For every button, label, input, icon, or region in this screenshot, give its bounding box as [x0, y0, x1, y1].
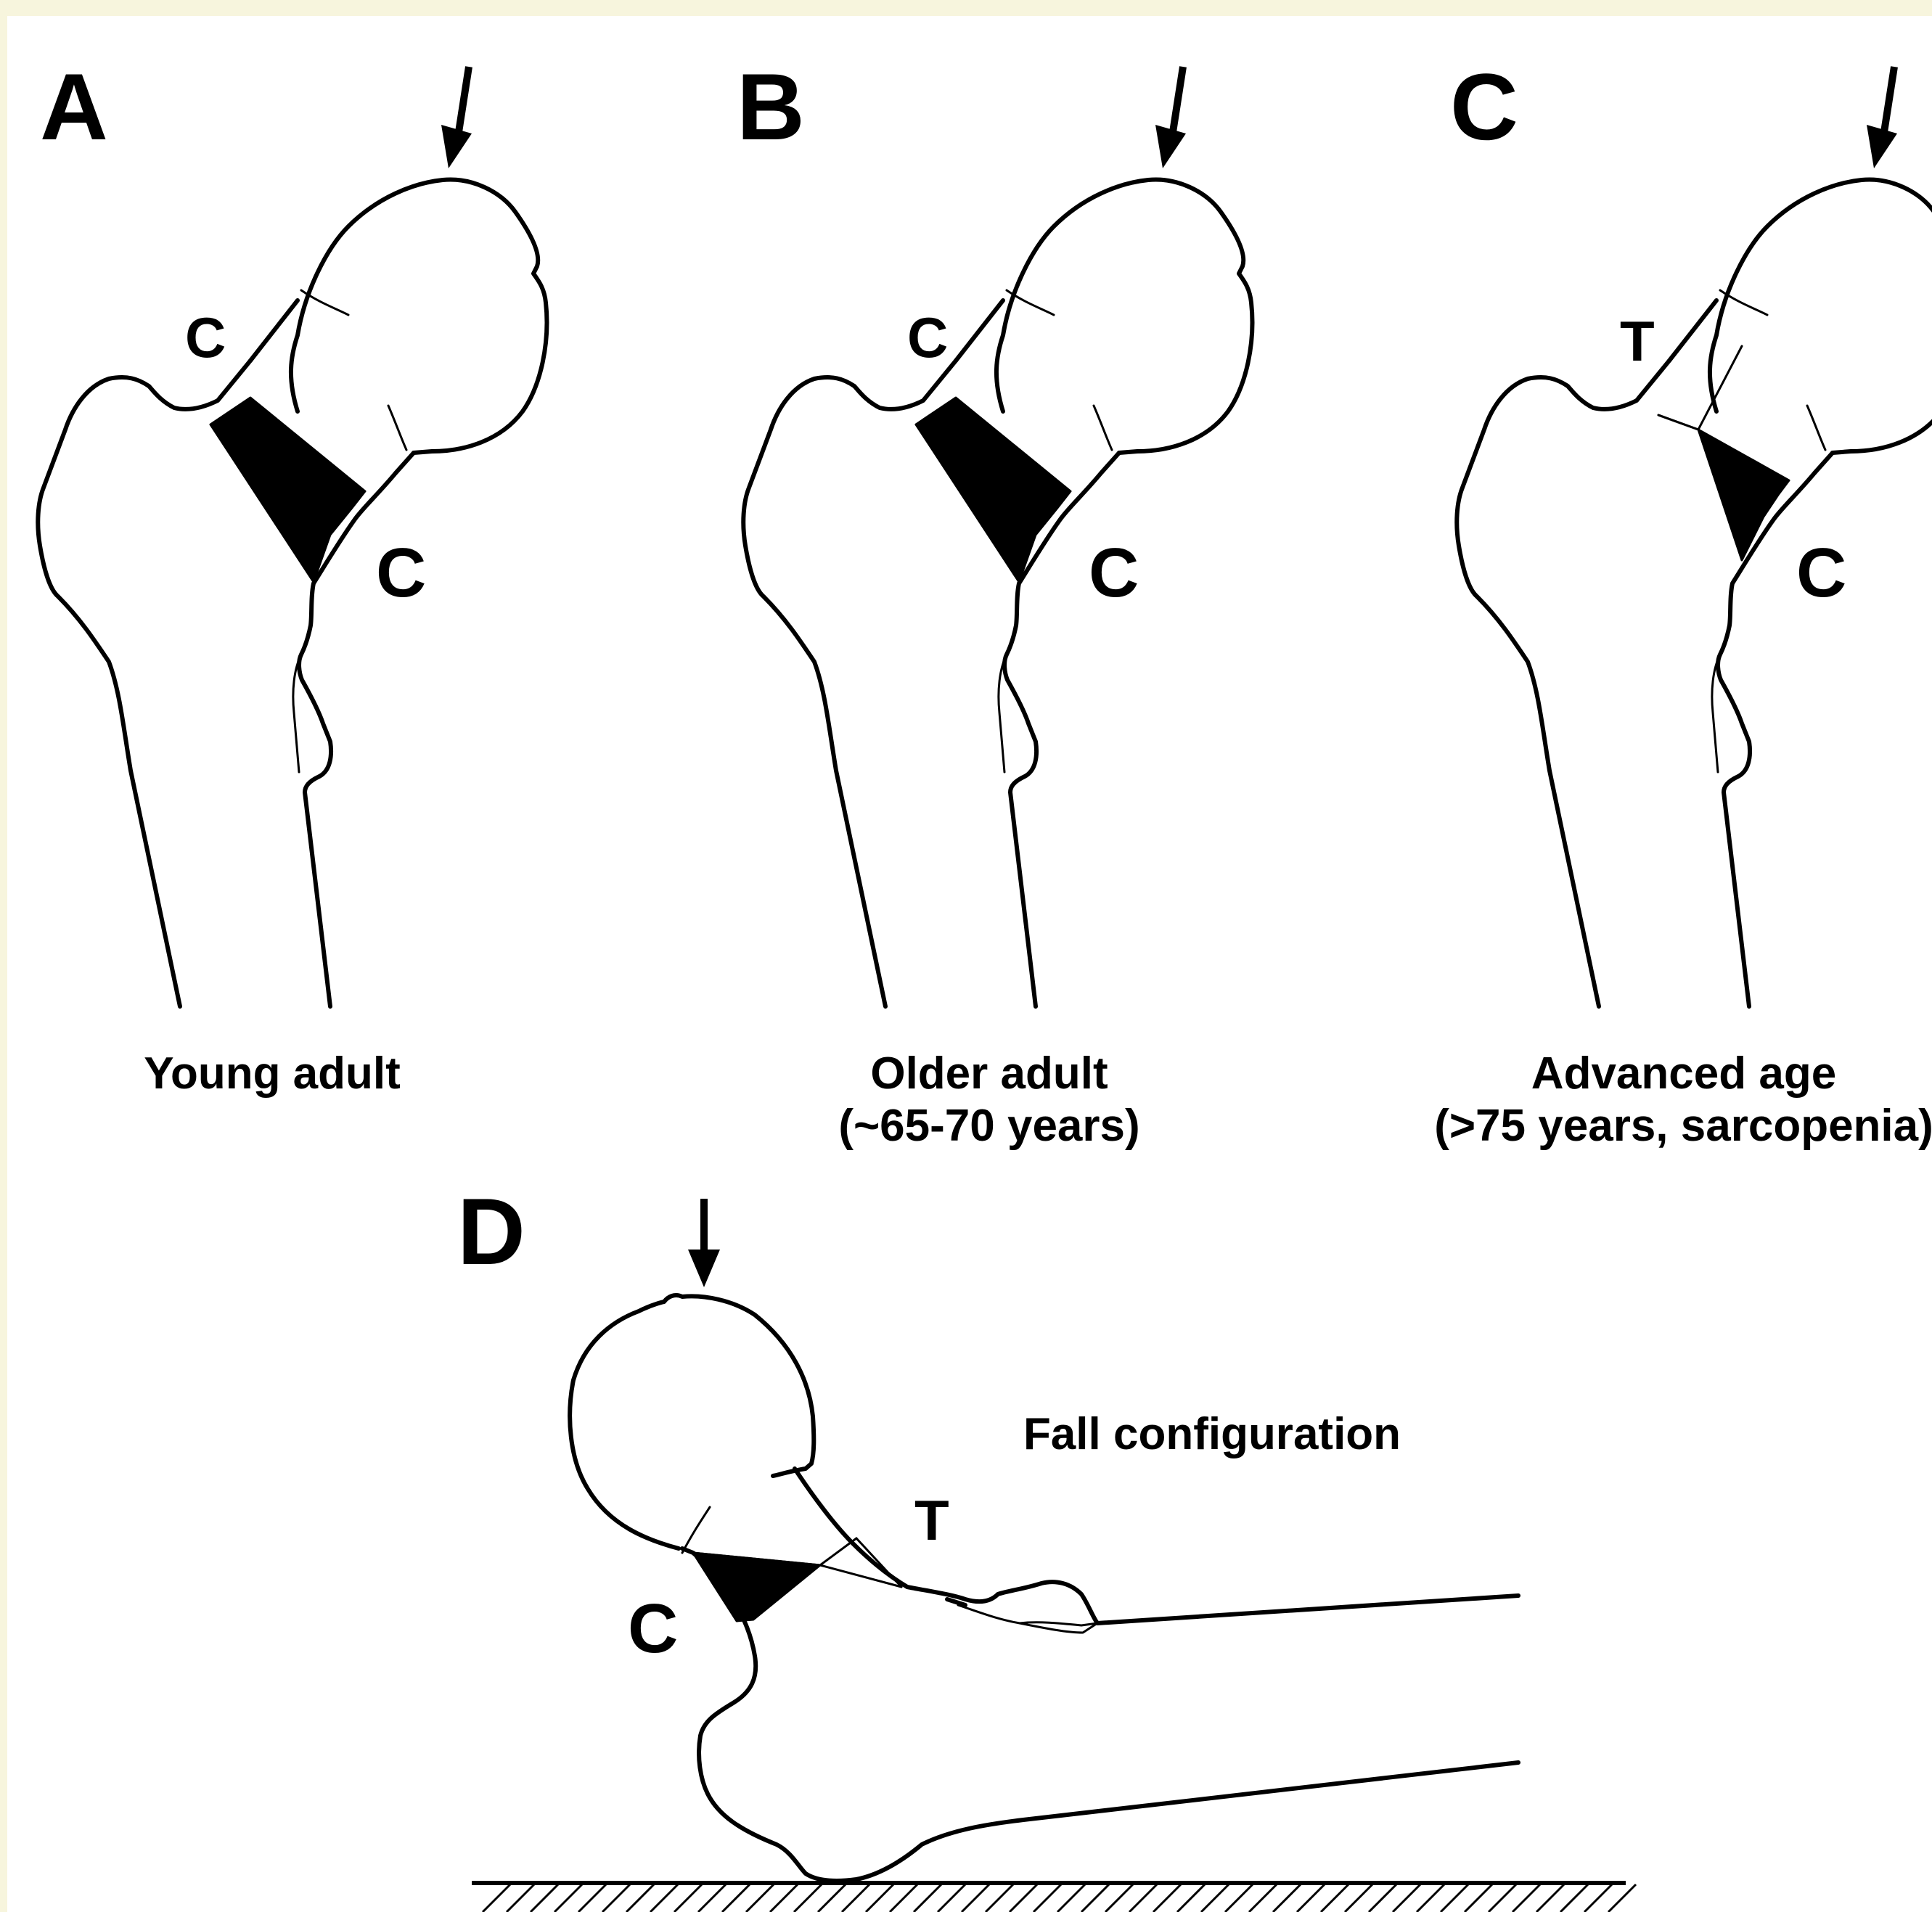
ground-hatch-line	[1393, 1884, 1420, 1912]
panel-a-upper-zone-label: C	[185, 305, 226, 369]
panel-b: B C C Older adult (~65-70 years)	[737, 54, 1252, 1151]
panel-a-femur	[38, 179, 547, 1006]
panel-a-compression-wedge	[210, 398, 365, 582]
ground-hatch-line	[698, 1884, 726, 1912]
ground-hatch-line	[890, 1884, 917, 1912]
ground-hatch-line	[1129, 1884, 1157, 1912]
ground-hatch-line	[1153, 1884, 1181, 1912]
panel-d-letter: D	[457, 1178, 525, 1284]
ground-hatch-line	[1584, 1884, 1612, 1912]
panel-c-letter: C	[1450, 54, 1518, 160]
ground-hatch-line	[914, 1884, 941, 1912]
ground-hatch-line	[1369, 1884, 1396, 1912]
ground-hatch-line	[578, 1884, 606, 1912]
ground-hatch-line	[1249, 1884, 1277, 1912]
panel-b-lower-zone-label: C	[1089, 534, 1139, 612]
panel-c-caption-line2: (>75 years, sarcopenia)	[1434, 1101, 1932, 1151]
ground-hatch-line	[1201, 1884, 1229, 1912]
ground-hatch-line	[1273, 1884, 1301, 1912]
ground-hatch-line	[554, 1884, 582, 1912]
panel-c: C T C Advanced age (>75 years, sarcopeni…	[1434, 54, 1932, 1151]
panel-a-caption: Young adult	[144, 1049, 401, 1099]
ground-hatch-line	[1536, 1884, 1564, 1912]
figure-canvas: A C C Young adult B C C Older adult (~65…	[7, 16, 1932, 1912]
panel-a: A C C Young adult	[38, 54, 547, 1099]
ground-hatch-line	[531, 1884, 558, 1912]
ground-hatch-line	[1033, 1884, 1061, 1912]
panel-b-upper-zone-label: C	[907, 305, 948, 369]
ground-hatch-line	[1417, 1884, 1444, 1912]
ground-hatch-line	[507, 1884, 534, 1912]
ground-hatch-line	[674, 1884, 702, 1912]
panel-d-upper-zone-label: T	[914, 1488, 949, 1552]
load-arrow-icon	[441, 67, 472, 168]
panel-b-letter: B	[737, 54, 805, 160]
ground-hatch-line	[1441, 1884, 1468, 1912]
ground-hatch-line	[1465, 1884, 1492, 1912]
panel-d-compression-wedge	[693, 1553, 820, 1621]
ground-hatch-line	[1225, 1884, 1253, 1912]
ground-hatch-line	[986, 1884, 1013, 1912]
ground-hatch-line	[1297, 1884, 1325, 1912]
panel-b-femur	[743, 179, 1252, 1006]
ground-hatch-line	[650, 1884, 678, 1912]
ground-hatch-line	[602, 1884, 630, 1912]
panel-d-caption: Fall configuration	[1023, 1409, 1401, 1459]
ground-hatch-line	[626, 1884, 654, 1912]
ground-hatch-line	[866, 1884, 893, 1912]
load-arrow-icon	[1155, 67, 1186, 168]
panel-b-caption-line1: Older adult	[870, 1049, 1108, 1099]
ground-hatch-line	[938, 1884, 965, 1912]
ground-hatch-line	[1513, 1884, 1540, 1912]
panel-c-upper-zone-label: T	[1620, 309, 1655, 373]
panel-c-caption-line1: Advanced age	[1531, 1049, 1836, 1099]
ground-hatch-line	[1608, 1884, 1636, 1912]
panel-c-lower-zone-label: C	[1796, 534, 1846, 612]
panel-c-femur	[1457, 179, 1932, 1006]
panel-c-compression-wedge	[1698, 430, 1789, 560]
ground-hatch-line	[770, 1884, 798, 1912]
panel-a-letter: A	[40, 54, 108, 160]
ground-hatch-line	[746, 1884, 774, 1912]
ground-hatch-line	[1560, 1884, 1588, 1912]
panel-b-compression-wedge	[916, 398, 1071, 582]
ground-hatch-line	[722, 1884, 750, 1912]
panel-d-lower-zone-label: C	[628, 1590, 678, 1667]
ground-hatch-line	[794, 1884, 822, 1912]
ground-hatch-line	[1321, 1884, 1348, 1912]
ground-hatch-line	[842, 1884, 869, 1912]
ground-hatch-line	[1105, 1884, 1133, 1912]
panel-d-femur	[570, 1295, 1518, 1881]
panel-d: D Fall configuration T C	[457, 1178, 1636, 1912]
ground-hatch-line	[1489, 1884, 1516, 1912]
femur-diagram: A C C Young adult B C C Older adult (~65…	[7, 16, 1932, 1912]
ground-hatch-line	[1057, 1884, 1085, 1912]
load-arrow-icon	[688, 1199, 720, 1287]
ground-hatch-line	[818, 1884, 846, 1912]
ground-hatch-icon	[472, 1883, 1636, 1912]
ground-hatch-line	[1081, 1884, 1109, 1912]
ground-hatch-line	[1010, 1884, 1037, 1912]
load-arrow-icon	[1867, 67, 1897, 168]
ground-hatch-line	[1345, 1884, 1372, 1912]
ground-hatch-line	[483, 1884, 510, 1912]
ground-hatch-line	[1177, 1884, 1205, 1912]
panel-a-lower-zone-label: C	[376, 534, 426, 612]
ground-hatch-line	[962, 1884, 989, 1912]
panel-b-caption-line2: (~65-70 years)	[838, 1101, 1139, 1151]
